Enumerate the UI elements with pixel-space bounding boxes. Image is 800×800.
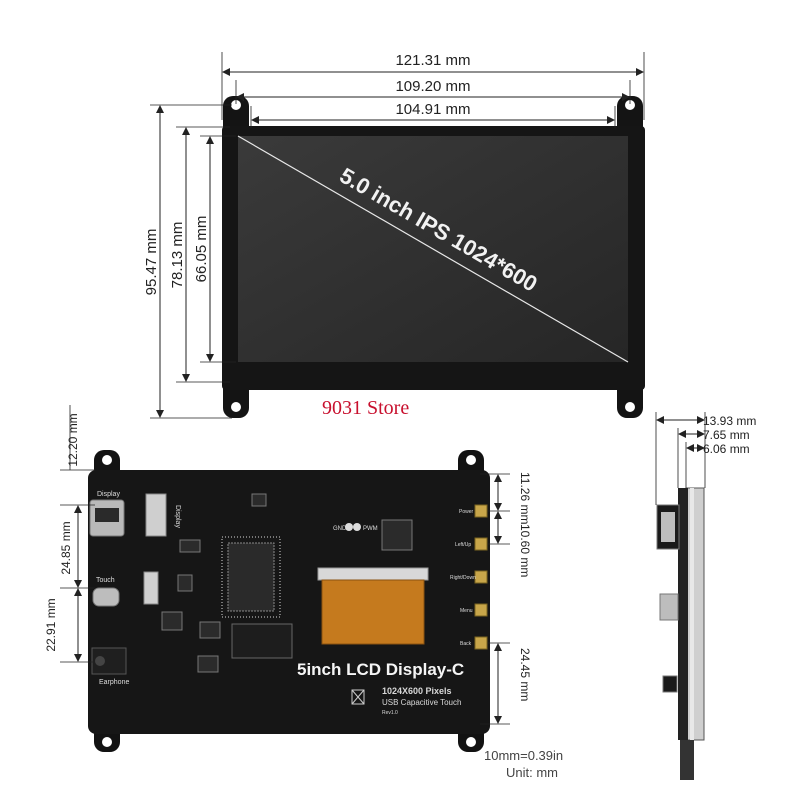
main-chip — [227, 542, 275, 612]
label-earphone: Earphone — [99, 679, 129, 686]
side-usb — [659, 593, 679, 621]
side-jack — [662, 675, 678, 693]
label-display-fpc: Display — [174, 505, 181, 528]
side-board — [678, 488, 688, 740]
button-label-left-up: Left/Up — [455, 542, 471, 548]
dim-button-spacing: 10.60 mm — [518, 524, 532, 577]
store-watermark: 9031 Store — [322, 397, 409, 419]
label-pwm: PWM — [363, 526, 378, 532]
dim-height-active: 66.05 mm — [193, 216, 210, 283]
button-label-back: Back — [460, 641, 472, 647]
front-mount-hole-br — [625, 402, 635, 412]
label-touch-port: Touch — [96, 577, 115, 584]
label-gnd: GND — [333, 526, 347, 532]
button-back[interactable] — [474, 636, 488, 650]
display-fpc-connector — [145, 493, 167, 537]
dim-width-mount: 109.20 mm — [395, 78, 470, 95]
usb-c-port — [92, 587, 120, 607]
dim-thickness-total: 13.93 mm — [703, 414, 756, 428]
front-mount-hole-tr — [625, 100, 635, 110]
small-connector — [143, 571, 159, 605]
dim-width-active: 104.91 mm — [395, 101, 470, 118]
fpc-ribbon — [322, 580, 424, 644]
dim-thickness-panel: 6.06 mm — [703, 442, 750, 456]
fpc-ribbon-connector — [317, 567, 429, 581]
button-left-up[interactable] — [474, 537, 488, 551]
board-pixels: 1024X600 Pixels — [382, 686, 452, 696]
button-label-right-down: Right/Down — [450, 575, 476, 581]
unit-label: Unit: mm — [506, 765, 558, 780]
board-title: 5inch LCD Display-C — [297, 660, 464, 679]
dim-button-bottom: 24.45 mm — [518, 648, 532, 701]
dim-height-mid: 78.13 mm — [169, 222, 186, 289]
dim-top-margin: 12.20 mm — [66, 413, 80, 466]
back-view: Display Display Touch Earphone GND PWM — [44, 405, 532, 752]
button-label-menu: Menu — [460, 608, 473, 614]
button-power[interactable] — [474, 504, 488, 518]
dim-width-outer: 121.31 mm — [395, 52, 470, 69]
dim-port-spacing-2: 22.91 mm — [44, 598, 58, 651]
board-touch-type: USB Capacitive Touch — [382, 698, 461, 707]
dim-thickness-mid: 7.65 mm — [703, 428, 750, 442]
unit-conversion: 10mm=0.39in — [484, 748, 563, 763]
side-view: 13.93 mm 7.65 mm 6.06 mm — [655, 412, 756, 780]
side-panel-glass — [685, 487, 705, 741]
front-view: 5.0 inch IPS 1024*600 121.31 mm 109.20 m… — [143, 52, 645, 419]
board-rev: Rev1.0 — [382, 710, 398, 716]
side-buttons: Power Left/Up Right/Down Menu Back — [450, 504, 488, 650]
front-mount-hole-bl — [231, 402, 241, 412]
dim-port-spacing-1: 24.85 mm — [59, 521, 73, 574]
front-mount-hole-tl — [231, 100, 241, 110]
dim-button-top: 11.26 mm — [518, 472, 532, 524]
button-right-down[interactable] — [474, 570, 488, 584]
weee-icon — [351, 689, 365, 705]
screen-diagonal-line — [237, 135, 629, 363]
button-menu[interactable] — [474, 603, 488, 617]
dim-height-outer: 95.47 mm — [143, 229, 160, 296]
button-label-power: Power — [459, 509, 474, 515]
label-display-port: Display — [97, 491, 120, 498]
side-bottom-foot — [680, 740, 694, 780]
